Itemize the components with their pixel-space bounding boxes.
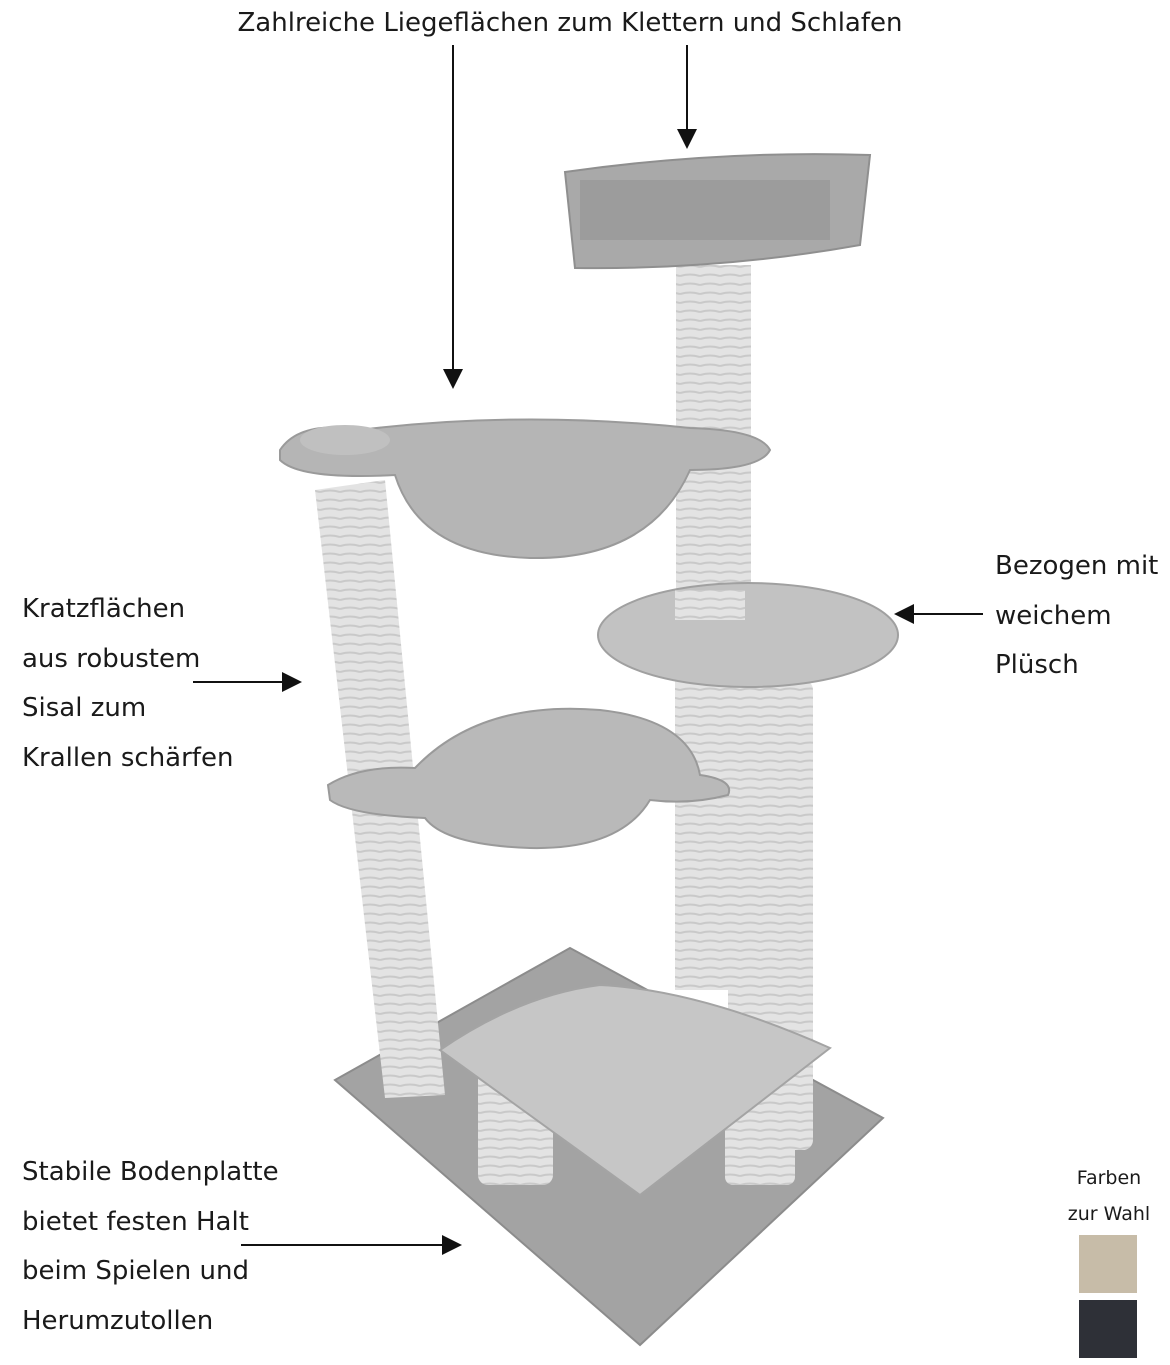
annotation-top: Zahlreiche Liegeflächen zum Klettern und… bbox=[0, 0, 1140, 46]
annotation-right: Bezogen mit weichem Plüsch bbox=[995, 542, 1158, 691]
annotation-left-line: aus robustem bbox=[22, 643, 201, 674]
color-options-title-line: Farben bbox=[1076, 1167, 1142, 1189]
annotation-left-line: Sisal zum bbox=[22, 693, 147, 723]
middle-platform bbox=[597, 582, 899, 688]
annotation-bottom-line: bietet festen Halt bbox=[22, 1206, 249, 1237]
annotation-right-line: weichem bbox=[995, 600, 1112, 631]
annotation-left-line: Kratzflächen bbox=[22, 594, 186, 624]
upper-hammock bbox=[279, 418, 772, 560]
annotation-top-text: Zahlreiche Liegeflächen zum Klettern und… bbox=[237, 8, 903, 38]
annotation-left-line: Krallen schärfen bbox=[22, 742, 234, 773]
annotation-right-line: Bezogen mit bbox=[995, 551, 1159, 581]
annotation-right-line: Plüsch bbox=[995, 650, 1079, 680]
color-options-title: Farben zur Wahl bbox=[1064, 1160, 1154, 1232]
annotation-bottom: Stabile Bodenplatte bietet festen Halt b… bbox=[22, 1148, 279, 1346]
lower-platform bbox=[438, 983, 832, 1197]
color-swatch-beige[interactable] bbox=[1079, 1235, 1137, 1293]
color-swatch-dark-grey[interactable] bbox=[1079, 1300, 1137, 1358]
annotation-left: Kratzflächen aus robustem Sisal zum Kral… bbox=[22, 585, 233, 783]
annotation-bottom-line: Herumzutollen bbox=[22, 1305, 214, 1336]
annotation-bottom-line: beim Spielen und bbox=[22, 1256, 249, 1286]
lower-hammock bbox=[326, 707, 731, 850]
color-options-title-line: zur Wahl bbox=[1067, 1203, 1151, 1225]
sisal-post-back-center bbox=[675, 650, 730, 990]
annotation-bottom-line: Stabile Bodenplatte bbox=[22, 1157, 279, 1187]
